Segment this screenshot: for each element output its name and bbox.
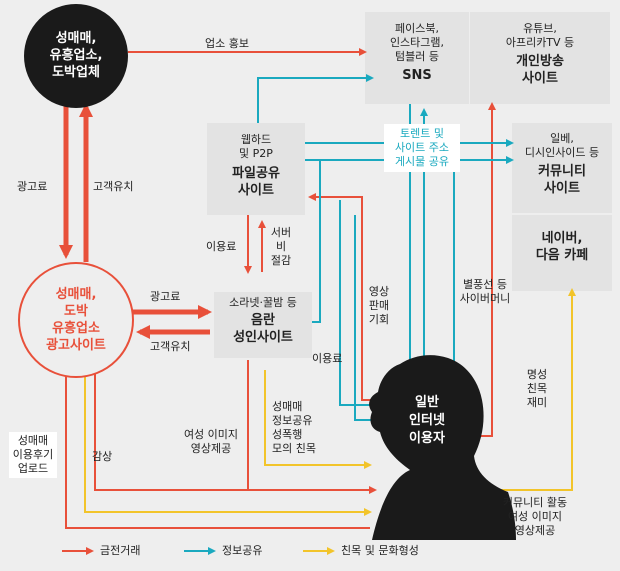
legend-money: 금전거래 bbox=[100, 544, 141, 557]
ad-site-node: 성매매, 도박 유흥업소 광고사이트 bbox=[22, 286, 130, 354]
fame-1: 명성 bbox=[526, 368, 548, 381]
customer-left-label: 고객유치 bbox=[93, 180, 134, 193]
portal-title2: 다음 카페 bbox=[535, 248, 589, 263]
community-act-3: 영상제공 bbox=[514, 524, 556, 537]
community-title1: 커뮤니티 bbox=[538, 164, 586, 179]
webhard-title1: 파일공유 bbox=[232, 166, 280, 181]
video-sale-2: 판매 bbox=[368, 299, 390, 312]
video-sale-3: 기회 bbox=[368, 313, 390, 326]
community-sub1: 일베, bbox=[550, 132, 574, 145]
webhard-sub2: 및 P2P bbox=[239, 147, 273, 160]
broadcast-box bbox=[470, 12, 610, 104]
ad-site-line3: 유흥업소 bbox=[52, 321, 100, 336]
broadcast-title1: 개인방송 bbox=[516, 54, 564, 69]
female-img-label: 여성 이미지 영상제공 bbox=[176, 428, 246, 456]
broadcast-node: 유튜브, 아프리카TV 등 개인방송 사이트 bbox=[470, 22, 610, 87]
user-silhouette bbox=[369, 355, 516, 540]
video-sale-label: 영상 판매 기회 bbox=[364, 285, 394, 327]
female-img-1: 여성 이미지 bbox=[183, 428, 239, 441]
fame-label: 명성 친목 재미 bbox=[522, 368, 552, 410]
business-promo-label: 업소 홍보 bbox=[205, 37, 249, 50]
sex-share-label: 성매매 정보공유 성폭행 모의 친목 bbox=[272, 400, 316, 456]
ad-fee-mid-label: 광고료 bbox=[150, 290, 181, 303]
sex-share-2: 정보공유 bbox=[272, 414, 313, 427]
ad-fee-left-label: 광고료 bbox=[17, 180, 48, 193]
adult-title1: 음란 bbox=[251, 313, 275, 328]
customer-mid-label: 고객유치 bbox=[150, 340, 191, 353]
torrent-box: 토렌트 및 사이트 주소 게시물 공유 bbox=[384, 124, 460, 172]
sex-share-3: 성폭행 bbox=[272, 428, 303, 441]
community-title2: 사이트 bbox=[544, 181, 580, 196]
webhard-box bbox=[207, 123, 305, 215]
user-line2: 인터넷 bbox=[409, 413, 445, 428]
user-line1: 일반 bbox=[415, 395, 439, 410]
usage-fee-2-label: 이용료 bbox=[312, 352, 343, 365]
ad-site-circle bbox=[18, 262, 134, 378]
sns-box bbox=[365, 12, 469, 104]
star-balloon-2: 사이버머니 bbox=[459, 292, 511, 305]
adult-title2: 성인사이트 bbox=[233, 330, 293, 345]
broadcast-sub1: 유튜브, bbox=[523, 22, 557, 35]
user-node: 일반 인터넷 이용자 bbox=[395, 394, 459, 448]
ad-site-line4: 광고사이트 bbox=[46, 338, 106, 353]
review-1: 성매매 bbox=[17, 434, 49, 447]
adult-sub1: 소라넷·꿀밤 등 bbox=[229, 296, 297, 309]
usage-fee-1-label: 이용료 bbox=[206, 240, 237, 253]
portal-title1: 네이버, bbox=[541, 231, 583, 246]
community-act-2: 여성 이미지 bbox=[507, 510, 563, 523]
user-line3: 이용자 bbox=[409, 431, 445, 446]
top-left-line1: 성매매, bbox=[55, 31, 97, 46]
review-3: 업로드 bbox=[17, 462, 49, 475]
video-sale-1: 영상 bbox=[368, 285, 390, 298]
server-cost-label: 서버비 절감 bbox=[266, 226, 296, 268]
community-act-1: 커뮤니티 활동 bbox=[502, 496, 568, 509]
sns-title: SNS bbox=[402, 68, 432, 83]
top-left-line2: 유흥업소, bbox=[49, 48, 103, 63]
sns-sub3: 텀블러 등 bbox=[395, 50, 439, 63]
sex-share-1: 성매매 bbox=[272, 400, 303, 413]
ad-site-line1: 성매매, bbox=[55, 287, 97, 302]
broadcast-title2: 사이트 bbox=[522, 71, 558, 86]
sns-sub1: 페이스북, bbox=[395, 22, 439, 35]
review-2: 이용후기 bbox=[12, 448, 54, 461]
community-act-label: 커뮤니티 활동 여성 이미지 영상제공 bbox=[490, 496, 580, 538]
portal-box bbox=[512, 215, 612, 291]
torrent-line3: 게시물 공유 bbox=[394, 155, 450, 168]
broadcast-sub2: 아프리카TV 등 bbox=[505, 36, 575, 49]
sex-share-4: 모의 친목 bbox=[272, 442, 316, 455]
torrent-line2: 사이트 주소 bbox=[394, 141, 450, 154]
webhard-sub1: 웹하드 bbox=[240, 133, 272, 146]
community-box bbox=[512, 123, 612, 213]
community-sub2: 디시인사이드 등 bbox=[524, 146, 600, 159]
female-img-2: 영상제공 bbox=[190, 442, 232, 455]
portal-node: 네이버, 다음 카페 bbox=[512, 230, 612, 264]
adult-box bbox=[214, 292, 312, 358]
community-node: 일베, 디시인사이드 등 커뮤니티 사이트 bbox=[505, 132, 619, 197]
server-cost-2: 절감 bbox=[270, 254, 292, 267]
review-box: 성매매 이용후기 업로드 bbox=[9, 432, 57, 478]
fame-2: 친목 bbox=[526, 382, 548, 395]
sns-sub2: 인스타그램, bbox=[389, 36, 445, 49]
top-left-circle bbox=[24, 4, 128, 108]
appreciation-label: 감상 bbox=[92, 450, 113, 463]
ad-site-line2: 도박 bbox=[64, 304, 88, 319]
legend-social: 친목 및 문화형성 bbox=[341, 544, 419, 557]
webhard-node: 웹하드 및 P2P 파일공유 사이트 bbox=[207, 133, 305, 199]
adult-node: 소라넷·꿀밤 등 음란 성인사이트 bbox=[210, 296, 316, 346]
top-left-node: 성매매, 유흥업소, 도박업체 bbox=[30, 30, 122, 81]
torrent-line1: 토렌트 및 bbox=[400, 127, 444, 140]
star-balloon-label: 별풍선 등 사이버머니 bbox=[445, 278, 525, 306]
webhard-title2: 사이트 bbox=[238, 183, 274, 198]
fame-3: 재미 bbox=[526, 396, 548, 409]
server-cost-1: 서버비 bbox=[270, 226, 292, 253]
sns-node: 페이스북, 인스타그램, 텀블러 등 SNS bbox=[365, 22, 469, 84]
star-balloon-1: 별풍선 등 bbox=[463, 278, 507, 291]
top-left-line3: 도박업체 bbox=[52, 65, 100, 80]
legend-info: 정보공유 bbox=[222, 544, 263, 557]
